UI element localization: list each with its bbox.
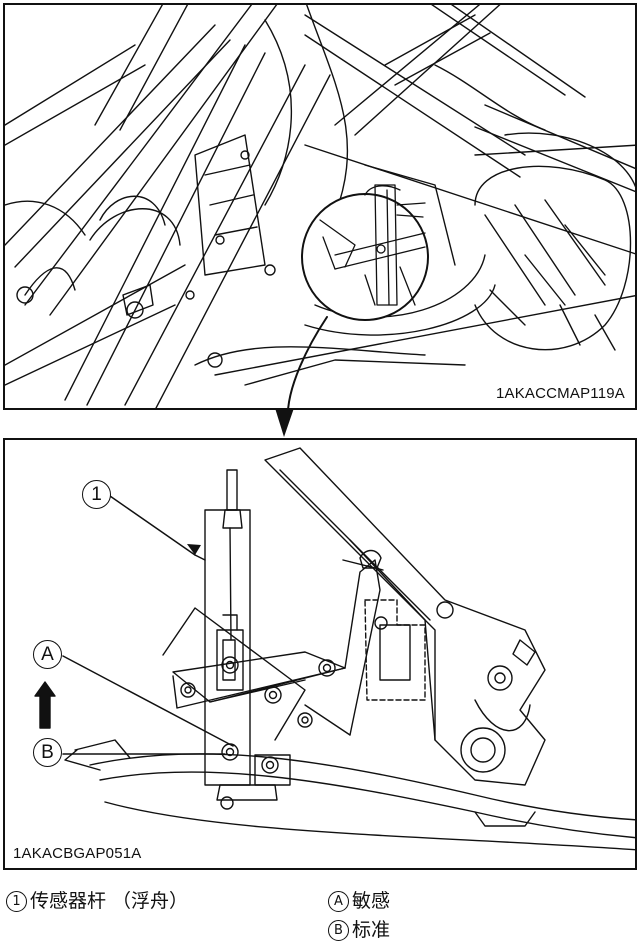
callout-a: A: [33, 640, 62, 669]
legend-item-1-number: 1: [6, 891, 27, 912]
detail-illustration: 1 A B 1AKACBGAP051A: [3, 438, 637, 870]
legend-item-a-text: 敏感: [352, 890, 391, 912]
top-figure-code: 1AKACCMAP119A: [493, 385, 627, 402]
legend-item-b-letter: B: [328, 920, 349, 941]
legend-item-b-text: 标准: [352, 919, 391, 941]
machine-overview-drawing: [5, 5, 635, 408]
leader-lines: [62, 495, 234, 755]
hoses: [5, 5, 546, 366]
sensor-rod-drawing: [34, 447, 635, 851]
detail-magnifier: [301, 184, 429, 321]
bottom-figure-code: 1AKACBGAP051A: [11, 845, 144, 862]
reel-drum: [474, 132, 635, 351]
callout-b: B: [33, 738, 62, 767]
legend-item-a-letter: A: [328, 891, 349, 912]
connector-arrow-head: [275, 408, 294, 437]
legend-item-1-text: 传感器杆 （浮舟）: [30, 890, 189, 912]
pins-and-nuts: [180, 549, 384, 774]
overview-illustration: 1AKACCMAP119A: [3, 3, 637, 410]
frame-tubes: [5, 5, 635, 408]
housing-arm: [264, 447, 546, 786]
mounting-plates: [16, 134, 276, 368]
sensor-rod: [204, 469, 278, 810]
magnifier-leader: [287, 316, 328, 408]
linkage-arms: [162, 559, 381, 786]
float-base: [64, 739, 635, 851]
up-arrow: [34, 681, 56, 729]
callout-1: 1: [82, 480, 111, 509]
